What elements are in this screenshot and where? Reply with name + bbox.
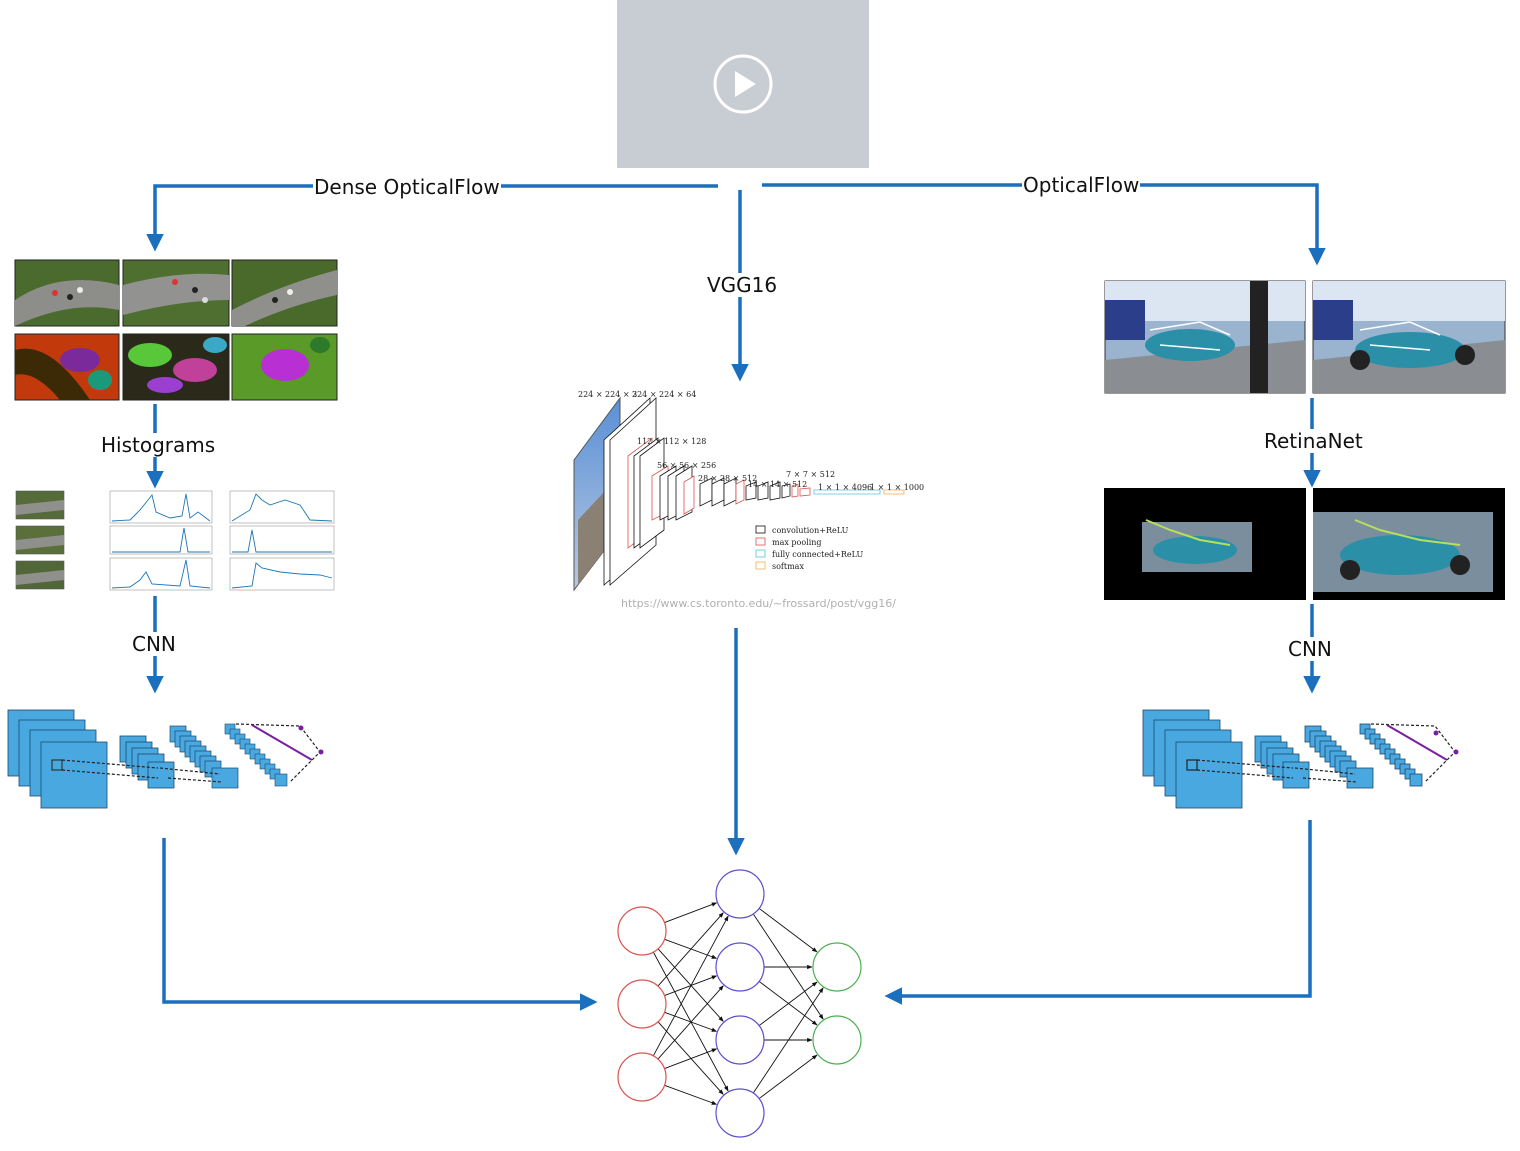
flow-map-3 [231,333,338,401]
vgg16-diagram: 224 × 224 × 3 224 × 224 × 64 112 × 112 ×… [573,390,924,592]
race-frame-2 [122,259,230,327]
nn-hidden-node [715,869,765,919]
right-cnn [1142,709,1459,809]
nn-edge [758,908,818,953]
vgg-legend-item: convolution+ReLU [772,526,849,535]
cnn-conv-stack-1 [119,735,175,789]
nn-edge [752,987,824,1094]
vgg-dim-label: 28 × 28 × 512 [698,474,757,483]
vgg-legend-item: softmax [772,562,804,571]
vgg-dimension-labels: 224 × 224 × 3 224 × 224 × 64 112 × 112 ×… [578,390,924,492]
nn-edge [758,981,818,1026]
vgg-dim-label: 56 × 56 × 256 [657,461,716,470]
nn-edge [652,915,729,1057]
vgg-legend: convolution+ReLU max pooling fully conne… [755,525,864,571]
left-cnn-label: CNN [131,632,177,656]
nn-input-node [617,906,667,956]
cnn-output-node [318,749,324,755]
nn-edge [657,948,724,1022]
cnn-conv-stack-3 [224,723,288,787]
vgg-dim-label: 1 × 1 × 1000 [870,483,924,492]
optical-flow-label: OpticalFlow [1022,173,1141,197]
race-frame-1 [14,259,120,327]
left-cnn [7,709,324,809]
race-car-frame-2 [1312,280,1506,394]
retinanet-label: RetinaNet [1263,429,1364,453]
nn-output-layer [812,942,862,1065]
arrow-right-to-nn [884,820,1312,1005]
nn-edge [664,1084,718,1105]
vgg-dim-label: 112 × 112 × 128 [637,437,706,446]
nn-input-layer [617,906,667,1102]
vgg-dim-label: 224 × 224 × 64 [632,390,696,399]
nn-edges [652,902,824,1105]
play-icon[interactable] [617,0,869,168]
nn-output-node [812,942,862,992]
fusion-network [617,869,862,1138]
nn-edge [664,1048,718,1069]
retinanet-crop-1 [1104,488,1306,600]
vgg-legend-item: max pooling [772,538,822,547]
vgg-dim-label: 14 × 14 × 512 [748,480,807,489]
optical-flow-frames [1104,280,1506,600]
nn-edge [664,938,718,959]
nn-edge [664,1011,718,1032]
vgg-dim-label: 1 × 1 × 4096 [818,483,872,492]
hist-plots [109,490,335,591]
vgg-dim-label: 224 × 224 × 3 [578,390,637,399]
nn-edge [758,1054,818,1099]
vgg16-source-link[interactable]: https://www.cs.toronto.edu/~frossard/pos… [621,597,896,610]
arrow-to-dense-flow [146,184,718,252]
vgg-conv-blocks [603,397,905,586]
hist-thumbnails [15,490,65,590]
video-player[interactable] [617,0,869,168]
nn-edge [758,981,818,1026]
cnn-conv-stack-2 [169,725,239,789]
histogram-panel [15,490,335,591]
nn-edge [657,1021,724,1095]
nn-hidden-node [715,1015,765,1065]
vgg-legend-item: fully connected+ReLU [772,550,864,559]
arrow-to-optical-flow [762,183,1326,266]
right-cnn-label: CNN [1287,637,1333,661]
vgg-dim-label: 7 × 7 × 512 [786,470,835,479]
vgg16-label: VGG16 [706,273,779,297]
nn-edge [657,985,724,1060]
dense-optical-flow-label: Dense OpticalFlow [313,175,501,199]
cnn-output-node [298,725,304,731]
nn-input-node [617,1052,667,1102]
nn-edge [657,912,724,987]
hist-curves [111,493,333,589]
cnn-fc-line [251,724,313,761]
dense-flow-frames [14,259,338,401]
nn-hidden-node [715,942,765,992]
retinanet-crop-2 [1313,488,1505,600]
nn-hidden-layer [715,869,765,1138]
histograms-label: Histograms [100,433,217,457]
nn-hidden-node [715,1088,765,1138]
cnn-connections [51,723,321,783]
nn-output-node [812,1015,862,1065]
nn-input-node [617,979,667,1029]
race-frame-3 [231,259,338,327]
arrow-left-to-nn [162,838,598,1011]
flow-map-2 [122,333,230,401]
nn-edge [664,902,718,923]
race-car-frame-1 [1104,280,1306,394]
flow-map-1 [14,333,120,401]
cnn-input-maps [7,709,108,809]
